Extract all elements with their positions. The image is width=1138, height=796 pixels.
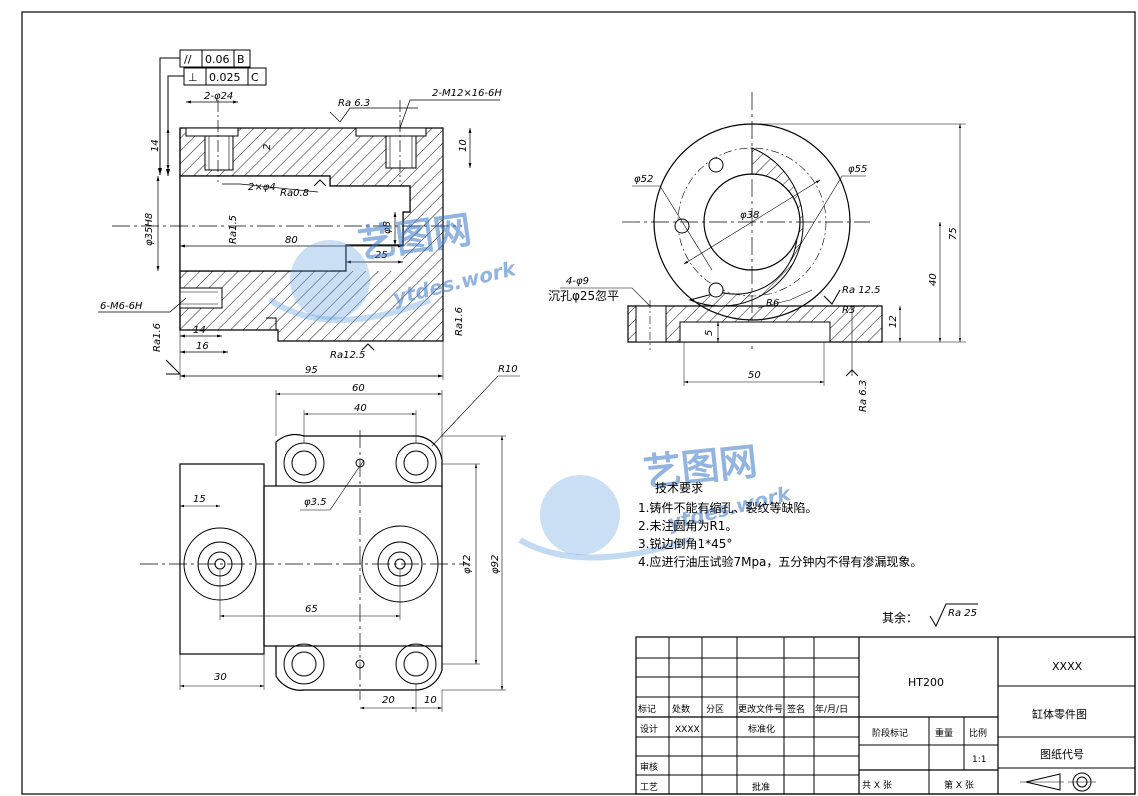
dim-phi55: φ55 (848, 164, 867, 175)
dim-2: 2 (262, 144, 273, 150)
dim-4phi9: 4-φ9 (566, 276, 589, 287)
dim-10-top: 10 (458, 139, 469, 152)
tb-approve-label: 批准 (752, 781, 770, 793)
ra-125-side: Ra 12.5 (842, 285, 881, 296)
dim-counterbore: 沉孔φ25忽平 (548, 288, 619, 303)
dim-phi35: φ3.5 (304, 497, 327, 508)
dim-phi8: φ8 (382, 221, 393, 234)
remaining-roughness: 其余： Ra 25 (882, 603, 978, 628)
dim-75: 75 (948, 227, 959, 240)
dim-14-top: 14 (150, 139, 161, 152)
title-block (635, 636, 1136, 795)
gdt-parallel-value: 0.06 (205, 53, 230, 66)
tech-item-1: 1.铸件不能有缩孔、裂纹等缺陷。 (638, 500, 817, 515)
tb-drawing-no: 图纸代号 (1040, 748, 1084, 761)
tb-date: 年/月/日 (815, 703, 848, 715)
tech-title: 技术要求 (655, 481, 703, 495)
tb-designer: XXXX (675, 725, 700, 735)
top-view: 60 40 R10 15 φ3.5 65 φ72 φ92 30 20 10 (140, 364, 520, 712)
ra-08: Ra0.8 (280, 188, 309, 199)
dim-phi92: φ92 (490, 555, 501, 574)
tb-mark: 标记 (638, 703, 656, 715)
dim-chamfer: 2×φ4 (248, 182, 276, 193)
tb-designer-label: 设计 (640, 723, 658, 735)
tech-item-3: 3.锐边倒角1*45° (638, 537, 732, 551)
dim-r10: R10 (498, 364, 518, 375)
ra-63-side: Ra 6.3 (858, 380, 869, 412)
dim-65: 65 (305, 604, 318, 615)
dim-60: 60 (352, 383, 365, 394)
title-block-text: 标记 处数 分区 更改文件号 签名 年/月/日 设计 XXXX 标准化 审核 工… (638, 660, 1096, 793)
ra-top: Ra 6.3 (338, 98, 370, 109)
tb-weight-label: 重量 (935, 727, 953, 739)
gdt-perp-value: 0.025 (209, 71, 241, 84)
dim-r6: R6 (766, 298, 779, 309)
tb-sheet-no: 第 X 张 (944, 779, 974, 791)
dim-30: 30 (214, 672, 227, 683)
dim-25: 25 (375, 250, 388, 261)
gdt-perp-datum: C (251, 71, 259, 84)
dim-2-phi24: 2-φ24 (204, 91, 233, 102)
projection-symbol-icon (1020, 772, 1096, 792)
tb-stage-label: 阶段标记 (872, 727, 908, 739)
dim-80: 80 (285, 235, 298, 246)
dim-50: 50 (748, 370, 761, 381)
dim-40: 40 (928, 273, 939, 286)
tech-requirements: 技术要求 1.铸件不能有缩孔、裂纹等缺陷。 2.未注圆角为R1。 3.锐边倒角1… (638, 481, 922, 569)
dim-thread-side: 6-M6-6H (100, 301, 143, 312)
tb-company: XXXX (1052, 660, 1083, 673)
dim-phi38: φ38 (740, 210, 759, 221)
tb-std-label: 标准化 (748, 723, 775, 735)
dim-15: 15 (193, 494, 206, 505)
tb-material: HT200 (908, 676, 944, 689)
ra-15: Ra1.5 (228, 215, 239, 244)
gdt-perp-symbol: ⊥ (188, 71, 198, 84)
ra-125-front: Ra12.5 (330, 350, 365, 361)
dim-5: 5 (704, 330, 715, 336)
tb-scale-label: 比例 (969, 727, 987, 739)
dim-16: 16 (196, 341, 209, 352)
tb-change-doc: 更改文件号 (738, 703, 783, 715)
front-section-view: // 0.06 B ⊥ 0.025 C 2-φ24 2-M12×16-6H Ra… (98, 49, 502, 380)
dim-14-bottom: 14 (193, 325, 206, 336)
dim-95: 95 (305, 365, 318, 376)
remaining-label: 其余： (882, 610, 918, 625)
dim-10-bottom: 10 (424, 695, 437, 706)
ra-16-left: Ra1.6 (152, 323, 163, 352)
dim-phi72: φ72 (462, 555, 473, 574)
dim-phi35h8: φ35H8 (144, 213, 155, 246)
gdt-parallel-symbol: // (184, 53, 192, 66)
dim-thread-top: 2-M12×16-6H (432, 88, 502, 99)
dim-40-top: 40 (354, 403, 367, 414)
gdt-frame: // 0.06 B ⊥ 0.025 C (157, 49, 267, 176)
dim-20: 20 (382, 695, 395, 706)
tb-process-label: 工艺 (640, 782, 658, 793)
tb-sign: 签名 (787, 703, 805, 715)
dim-phi52: φ52 (634, 174, 653, 185)
remaining-ra: Ra 25 (948, 608, 977, 619)
side-view: φ38 φ52 φ55 4-φ9 沉孔φ25忽平 R6 Ra 12.5 R3 5… (548, 92, 966, 412)
gdt-parallel-datum: B (237, 53, 245, 66)
dim-r3: R3 (842, 305, 855, 316)
tb-part-name: 缸体零件图 (1032, 707, 1087, 721)
dim-12: 12 (888, 315, 899, 328)
ra-16-right: Ra1.6 (454, 307, 465, 336)
tech-item-2: 2.未注圆角为R1。 (638, 518, 737, 533)
tb-scale: 1:1 (972, 755, 986, 765)
tech-item-4: 4.应进行油压试验7Mpa，五分钟内不得有渗漏现象。 (638, 554, 922, 569)
tb-review-label: 审核 (640, 761, 658, 773)
tb-zone: 分区 (706, 704, 724, 715)
drawing-border (21, 11, 1136, 795)
tb-sheets-total: 共 X 张 (862, 780, 892, 791)
tb-count: 处数 (672, 703, 690, 715)
